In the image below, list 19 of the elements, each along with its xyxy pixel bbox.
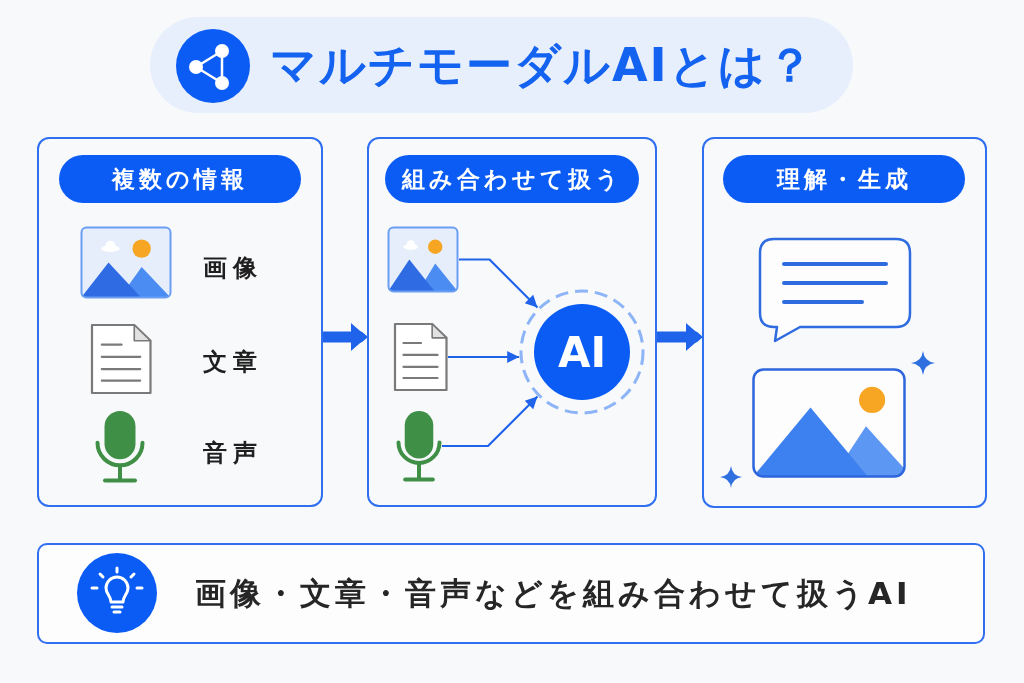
document-icon <box>393 322 448 392</box>
flow-arrow <box>657 323 702 351</box>
microphone-icon <box>396 410 442 482</box>
summary-banner <box>37 543 985 644</box>
arrow <box>459 258 539 309</box>
panel-card <box>367 137 657 507</box>
flow-arrow <box>323 323 367 351</box>
ai-circle: AI <box>519 289 645 415</box>
image-icon <box>387 226 459 293</box>
item-label: 音声 <box>203 438 263 469</box>
section-heading: 複数の情報 <box>59 155 301 203</box>
section-heading: 理解・生成 <box>723 155 965 203</box>
item-label: 文章 <box>203 347 263 378</box>
summary-text: 画像・文章・音声などを組み合わせて扱うAI <box>195 574 912 613</box>
title-text: マルチモーダルAIとは？ <box>270 37 815 94</box>
arrow <box>442 395 539 448</box>
item-label: 画像 <box>203 253 263 284</box>
section-heading: 組み合わせて扱う <box>385 155 639 203</box>
arrow <box>448 351 520 363</box>
